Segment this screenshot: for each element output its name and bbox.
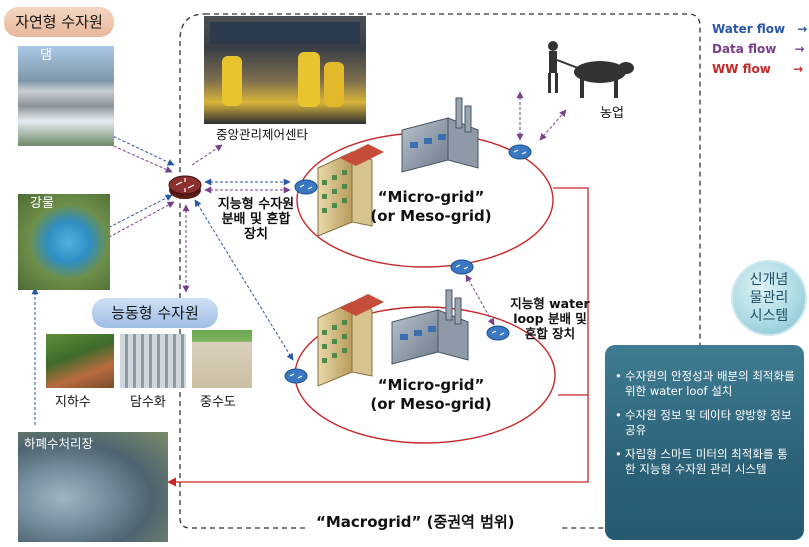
ww-flow-to-wastewater bbox=[167, 395, 589, 487]
agriculture-label: 농업 bbox=[600, 106, 624, 121]
active-sources-pill: 능동형 수자원 bbox=[92, 298, 218, 328]
mixing-device-label: 지능형 수자원 분배 및 혼합 장치 bbox=[217, 197, 295, 242]
factory-icon-top bbox=[401, 97, 479, 173]
legend-water-arrow-icon: → bbox=[797, 22, 808, 36]
natural-sources-pill: 자연형 수자원 bbox=[4, 7, 114, 37]
control-center-photo bbox=[204, 16, 366, 124]
greywater-photo bbox=[192, 330, 252, 388]
legend-data-arrow-icon: → bbox=[794, 42, 805, 56]
macrogrid-label: “Macrogrid” (중권역 범위) bbox=[312, 515, 519, 530]
agriculture-icon bbox=[548, 41, 634, 98]
desalination-label: 담수화 bbox=[130, 395, 166, 410]
dam-photo bbox=[18, 46, 114, 146]
water-loop-device-label: 지능형 water loop 분배 및 혼합 장치 bbox=[510, 296, 590, 341]
groundwater-label: 지하수 bbox=[55, 395, 91, 410]
legend-ww-flow: WW flow → bbox=[712, 62, 803, 76]
macrogrid-boundary bbox=[179, 13, 701, 529]
apartment-building-icon-top bbox=[317, 144, 384, 237]
ww-flow-top bbox=[553, 187, 589, 396]
microgrid-bottom-line1: “Micro-grid” bbox=[377, 376, 485, 394]
panel-item: 수자원 정보 및 데이타 양방향 정보 공유 bbox=[615, 408, 796, 438]
flow-arrows bbox=[31, 91, 567, 425]
system-badge: 신개념 물관리 시스템 bbox=[731, 260, 807, 336]
legend-ww-arrow-icon: → bbox=[793, 62, 804, 76]
legend-water-text: Water flow bbox=[712, 22, 786, 36]
legend-data-text: Data flow bbox=[712, 42, 777, 56]
microgrid-bottom-line2: (or Meso-grid) bbox=[370, 395, 492, 413]
greywater-label: 중수도 bbox=[200, 395, 236, 410]
panel-item: 자립형 스마트 미터의 최적화를 통한 지능형 수자원 관리 시스템 bbox=[615, 447, 796, 477]
microgrid-bottom-label: “Micro-grid” (or Meso-grid) bbox=[356, 376, 506, 414]
legend-ww-text: WW flow bbox=[712, 62, 771, 76]
central-router-icon bbox=[168, 175, 202, 199]
wastewater-plant-photo bbox=[18, 432, 168, 542]
legend-data-flow: Data flow → bbox=[712, 42, 805, 56]
factory-icon-bottom bbox=[391, 289, 469, 365]
microgrid-top-line2: (or Meso-grid) bbox=[370, 207, 492, 225]
control-center-label: 중앙관리제어센타 bbox=[216, 127, 309, 142]
desalination-photo bbox=[120, 334, 186, 388]
system-info-panel: 수자원의 안정성과 배분의 최적화를 위한 water loof 설치 수자원 … bbox=[605, 345, 804, 540]
system-badge-text: 신개념 물관리 시스템 bbox=[749, 272, 789, 324]
wastewater-label: 하폐수처리장 bbox=[24, 436, 94, 451]
loop-router-icons bbox=[284, 144, 532, 384]
river-photo bbox=[18, 194, 110, 290]
dam-label: 댐 bbox=[40, 48, 52, 63]
microgrid-top-line1: “Micro-grid” bbox=[377, 188, 485, 206]
groundwater-photo bbox=[46, 334, 114, 388]
panel-item: 수자원의 안정성과 배분의 최적화를 위한 water loof 설치 bbox=[615, 369, 796, 399]
river-label: 강물 bbox=[30, 196, 54, 211]
microgrid-top-label: “Micro-grid” (or Meso-grid) bbox=[356, 188, 506, 226]
legend-water-flow: Water flow → bbox=[712, 22, 807, 36]
apartment-building-icon-bottom bbox=[317, 294, 384, 387]
